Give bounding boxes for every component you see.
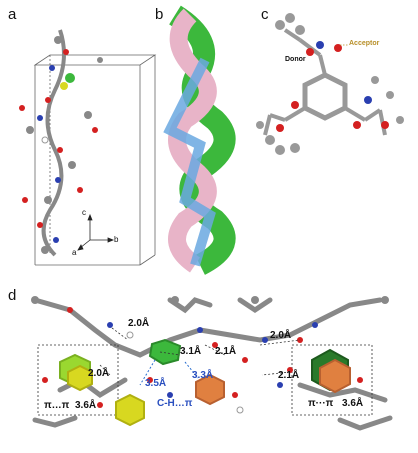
distance-label-4: 2.0Å [270,330,292,341]
distance-label-1: 2.0Å [128,318,150,329]
acceptor-label: Acceptor [349,40,380,47]
yellow-ring-bottom [115,393,145,427]
distance-label-5: 2.0Å [88,368,110,379]
unit-cell-box [33,54,157,266]
axis-a-label: a [72,248,77,257]
distance-label-9: 3.6Å [75,400,97,411]
green-ring-right [311,348,351,394]
orange-ring-center [195,373,225,406]
distance-label-10: 3.6Å [342,398,364,409]
hbond-dashes [99,327,301,376]
axis-triad [77,213,115,251]
helix-blue-ribbon [163,57,216,267]
atoms-d [31,296,389,414]
pi-pi-left-label: π…π [44,400,70,411]
helix-pink [168,8,217,273]
distance-label-7: 3.3Å [192,370,214,381]
molecule-c-atoms [256,13,404,155]
axis-c-label: c [82,208,86,217]
green-central [148,338,182,366]
distance-label-3: 2.1Å [215,346,237,357]
panel-d-label: d [8,287,17,304]
panel-a-label: a [8,6,17,23]
central-ring [302,72,348,121]
blue-dashes [139,359,199,386]
dashed-box-left [37,344,119,416]
distance-label-6: 3.5Å [145,378,167,389]
molecule-chain-a [19,29,103,257]
yellow-lime-rings [59,353,93,392]
ch-pi-label: C-H…π [157,398,193,409]
pi-pi-right-label: π···π [308,398,334,409]
distance-label-2: 3.1Å [180,346,202,357]
panel-c-label: c [261,6,269,23]
donor-label: Donor [285,56,306,63]
distance-label-8: 2.1Å [278,370,300,381]
panel-b-label: b [155,6,164,23]
axis-b-label: b [114,235,119,244]
dashed-box-right [291,344,373,416]
